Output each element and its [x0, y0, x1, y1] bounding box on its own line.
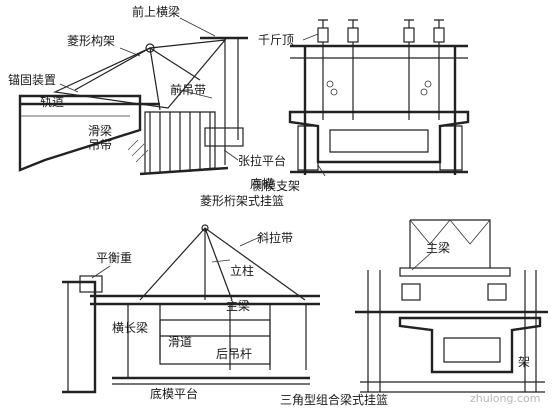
label-slide-beam: 滑梁 [88, 123, 112, 138]
bottom-form-line [139, 166, 229, 176]
caption-diagram-2: 三角型组合梁式挂篮 [280, 392, 388, 407]
label-long-crossbeam: 横长梁 [112, 320, 148, 335]
label-side-frame-partial: 架 [518, 355, 530, 369]
label-front-crossbeam: 前上横梁 [132, 4, 180, 19]
box-girder-section [288, 110, 470, 164]
segment-body [159, 319, 271, 365]
existing-girder-2 [62, 280, 97, 394]
label-tension-platform: 张拉平台 [238, 153, 286, 168]
label-counterweight: 平衡重 [96, 251, 132, 265]
label-bottom-form: 底模 [250, 176, 274, 191]
main-girder-bar [399, 267, 511, 277]
label-rhombic-frame: 菱形构架 [67, 33, 115, 48]
rhombic-truss-side-view [18, 17, 248, 176]
label-rear-hanger-rod: 后吊杆 [216, 347, 252, 361]
label-side-form-support: 侧模支架 [252, 179, 300, 193]
label-front-hanger: 前吊带 [170, 82, 206, 97]
existing-girder [18, 94, 142, 172]
label-track: 轨道 [40, 95, 64, 109]
label-main-beam: 主梁 [226, 298, 250, 313]
caption-diagram-1: 菱形桁架式挂篮 [200, 193, 284, 208]
counterweight-box [79, 275, 103, 293]
label-bottom-form-platform: 底模平台 [150, 386, 198, 401]
label-anchor-device: 锚固装置 [8, 72, 56, 87]
label-main-beam-right: 主梁 [426, 240, 450, 255]
triangular-girder-side-view [62, 224, 320, 394]
triangular-girder-cross-section [355, 219, 548, 393]
label-jack: 千斤顶 [258, 33, 294, 47]
label-column: 立柱 [230, 263, 254, 278]
hanger-chain [326, 80, 432, 96]
label-diagonal-stay: 斜拉带 [257, 230, 293, 245]
label-slide-way: 滑道 [168, 335, 192, 349]
jack-icons [317, 19, 445, 43]
label-hanger: 吊带 [88, 138, 112, 152]
watermark-text: zhulong.com [470, 392, 540, 405]
rhombic-truss-front-view [288, 19, 470, 177]
tension-platform-box [204, 127, 244, 147]
box-section [398, 316, 542, 374]
slide-beam-hatch [127, 139, 149, 163]
